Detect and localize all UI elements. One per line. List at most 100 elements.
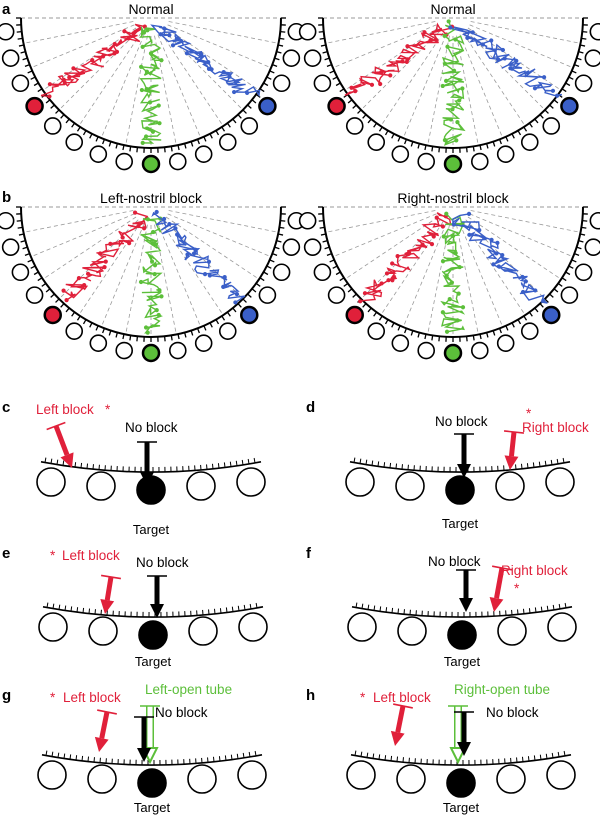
trajectory-line bbox=[452, 213, 548, 304]
arena-tick bbox=[89, 322, 93, 328]
arena-radial-dashed-line bbox=[167, 213, 272, 258]
schematic-e: * Left block No block Target bbox=[38, 548, 268, 669]
schematic-tick bbox=[551, 752, 554, 758]
arena-radial-dashed-line bbox=[467, 216, 562, 280]
odor-port bbox=[240, 117, 259, 135]
schematic-tick bbox=[236, 753, 239, 759]
odor-port bbox=[89, 145, 108, 163]
arena-tick bbox=[352, 293, 357, 298]
trajectory-point bbox=[434, 215, 439, 220]
arena-tick bbox=[319, 226, 325, 229]
schematic-tick bbox=[44, 457, 47, 463]
odor-port bbox=[298, 22, 317, 41]
block-arrow-shaft bbox=[508, 431, 517, 457]
arena-boundary-arc bbox=[20, 206, 282, 338]
arena-radial-dashed-line bbox=[30, 24, 135, 69]
significance-star: * bbox=[50, 690, 56, 705]
odor-port bbox=[38, 612, 68, 642]
odor-port bbox=[327, 286, 346, 304]
schematic-tick bbox=[50, 458, 53, 464]
schematic-d: No block Right block * Target bbox=[345, 406, 589, 531]
odor-port bbox=[417, 341, 436, 360]
arena-radial-dashed-line bbox=[154, 35, 177, 146]
trajectory-point bbox=[173, 226, 178, 231]
schematic-tick bbox=[545, 753, 548, 759]
arena-radial-dashed-line bbox=[470, 21, 581, 44]
arena-tick bbox=[544, 109, 549, 114]
trajectory-point bbox=[138, 279, 144, 285]
schematic-tick bbox=[249, 603, 252, 610]
trajectory-point bbox=[82, 283, 87, 288]
arena-radial-dashed-line bbox=[58, 30, 139, 111]
arena-tick bbox=[266, 265, 272, 269]
schematic-tick bbox=[533, 755, 536, 761]
arena-tick bbox=[18, 44, 24, 47]
schematic-tick bbox=[354, 750, 357, 756]
arena-tick bbox=[576, 57, 582, 61]
schematic-tick bbox=[371, 460, 374, 466]
trajectory-point bbox=[420, 242, 425, 247]
schematic-tick bbox=[212, 756, 215, 762]
trajectory-point bbox=[533, 288, 538, 293]
trajectory-line bbox=[344, 22, 455, 96]
odor-port bbox=[345, 467, 375, 497]
arena-tick bbox=[27, 70, 33, 74]
trajectory-point bbox=[184, 51, 190, 56]
trajectory-point bbox=[379, 281, 384, 286]
arena-tick bbox=[215, 319, 220, 325]
arena-tick bbox=[274, 57, 280, 61]
arena-tick bbox=[279, 226, 285, 229]
arena-tick bbox=[492, 141, 496, 147]
panel-label-d: d bbox=[306, 399, 315, 416]
arena-tick bbox=[221, 126, 226, 132]
arena-tick bbox=[16, 30, 22, 33]
odor-port bbox=[391, 145, 410, 163]
trajectory-point bbox=[122, 29, 127, 34]
odor-port bbox=[194, 145, 213, 163]
panel-label-g: g bbox=[2, 687, 11, 704]
arena-radial-dashed-line bbox=[344, 216, 439, 280]
block-arrow-head bbox=[504, 455, 519, 470]
arena-tick bbox=[391, 322, 395, 328]
arena-tick bbox=[319, 37, 325, 40]
trajectory-point bbox=[145, 217, 150, 222]
arena-radial-dashed-line bbox=[165, 216, 260, 280]
trajectory-point bbox=[450, 107, 455, 112]
trajectory-point bbox=[514, 58, 519, 63]
trajectory-point bbox=[500, 253, 505, 258]
block-arrow-shaft bbox=[395, 705, 406, 733]
odor-port bbox=[497, 616, 527, 646]
trajectory-point bbox=[467, 232, 472, 237]
panel-label-f: f bbox=[306, 545, 312, 562]
arena-radial-dashed-line bbox=[125, 35, 148, 146]
arena-tick bbox=[322, 51, 328, 54]
odor-port bbox=[443, 343, 463, 363]
schematic-tick bbox=[390, 755, 393, 761]
no-block-label: No block bbox=[136, 555, 189, 570]
schematic-tick bbox=[51, 751, 54, 757]
trajectory-point bbox=[170, 43, 176, 48]
right-open-tube-label: Right-open tube bbox=[454, 682, 550, 697]
odor-port bbox=[25, 286, 44, 304]
arena-tick bbox=[528, 311, 533, 317]
trajectory-point bbox=[136, 223, 141, 229]
arena-radial-dashed-line bbox=[125, 224, 148, 335]
arena-radial-dashed-line bbox=[456, 224, 479, 335]
trajectory-point bbox=[508, 66, 513, 71]
schematic-arc bbox=[42, 606, 264, 618]
arena-tick bbox=[397, 136, 401, 142]
trajectory-point bbox=[388, 73, 393, 78]
arena-radial-dashed-line bbox=[344, 27, 439, 91]
odor-port bbox=[542, 305, 561, 325]
arena-tick bbox=[37, 88, 43, 93]
arena-tick bbox=[242, 298, 247, 303]
left-block-label: Left block bbox=[62, 548, 120, 563]
arena-tick bbox=[324, 57, 330, 61]
schematic-tick bbox=[378, 754, 381, 760]
no-block-label: No block bbox=[486, 705, 539, 720]
arena-tick bbox=[549, 104, 554, 109]
trajectory-point bbox=[449, 280, 454, 285]
trajectory-point bbox=[120, 235, 125, 240]
no-block-arrow-head bbox=[457, 464, 471, 478]
schematic-tick bbox=[539, 754, 542, 760]
